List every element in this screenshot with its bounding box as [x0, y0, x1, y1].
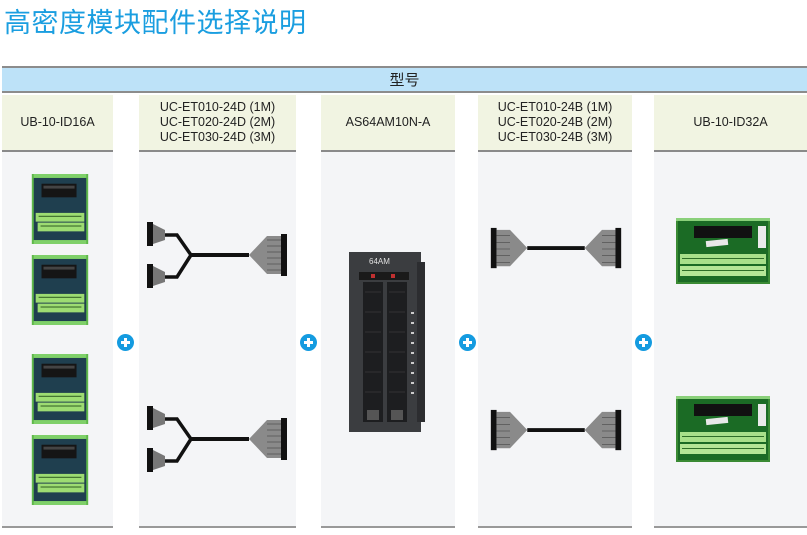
- terminal-board-32-icon: [676, 396, 770, 462]
- y-split-ribbon-cable-icon: [145, 402, 293, 476]
- model-cell: AS64AM10N-A: [321, 95, 455, 152]
- model-cell: UB-10-ID32A: [654, 95, 807, 152]
- product-image-cell: [654, 152, 807, 528]
- model-name: UB-10-ID16A: [20, 115, 95, 129]
- io-module-icon: 64AM: [349, 252, 425, 432]
- y-split-ribbon-cable-icon: [145, 218, 293, 292]
- model-name-3m: UC-ET030-24B (3M): [497, 130, 613, 144]
- model-cell: UB-10-ID16A: [2, 95, 113, 152]
- model-cell: UC-ET010-24D (1M) UC-ET020-24D (2M) UC-E…: [139, 95, 296, 152]
- column-ub-10-id16a: UB-10-ID16A: [2, 95, 113, 530]
- plus-circle-icon: [635, 334, 652, 351]
- product-image-cell: 64AM: [321, 152, 455, 528]
- table-header-label: 型号: [389, 72, 420, 89]
- terminal-board-16-icon: [31, 174, 89, 244]
- model-cell: UC-ET010-24B (1M) UC-ET020-24B (2M) UC-E…: [478, 95, 632, 152]
- model-name-2m: UC-ET020-24B (2M): [497, 115, 613, 129]
- module-label: 64AM: [369, 257, 390, 266]
- product-image-cell: [478, 152, 632, 528]
- straight-ribbon-cable-icon: [490, 408, 622, 454]
- model-name: UB-10-ID32A: [693, 115, 768, 129]
- straight-ribbon-cable-icon: [490, 226, 622, 272]
- plus-circle-icon: [300, 334, 317, 351]
- terminal-board-16-icon: [31, 435, 89, 505]
- product-image-cell: [139, 152, 296, 528]
- model-name-3m: UC-ET030-24D (3M): [159, 130, 276, 144]
- model-name-2m: UC-ET020-24D (2M): [159, 115, 276, 129]
- terminal-board-16-icon: [31, 354, 89, 424]
- table-header-model: 型号: [2, 66, 807, 93]
- column-uc-et-24d-cable: UC-ET010-24D (1M) UC-ET020-24D (2M) UC-E…: [139, 95, 296, 530]
- page-title: 高密度模块配件选择说明: [4, 8, 307, 39]
- column-uc-et-24b-cable: UC-ET010-24B (1M) UC-ET020-24B (2M) UC-E…: [478, 95, 632, 530]
- plus-circle-icon: [117, 334, 134, 351]
- model-name: AS64AM10N-A: [345, 115, 431, 129]
- model-name-1m: UC-ET010-24B (1M): [497, 100, 613, 114]
- column-as64am10n-a: AS64AM10N-A 64AM: [321, 95, 455, 530]
- plus-circle-icon: [459, 334, 476, 351]
- model-name-1m: UC-ET010-24D (1M): [159, 100, 276, 114]
- terminal-board-32-icon: [676, 218, 770, 284]
- product-image-cell: [2, 152, 113, 528]
- column-ub-10-id32a: UB-10-ID32A: [654, 95, 807, 530]
- terminal-board-16-icon: [31, 255, 89, 325]
